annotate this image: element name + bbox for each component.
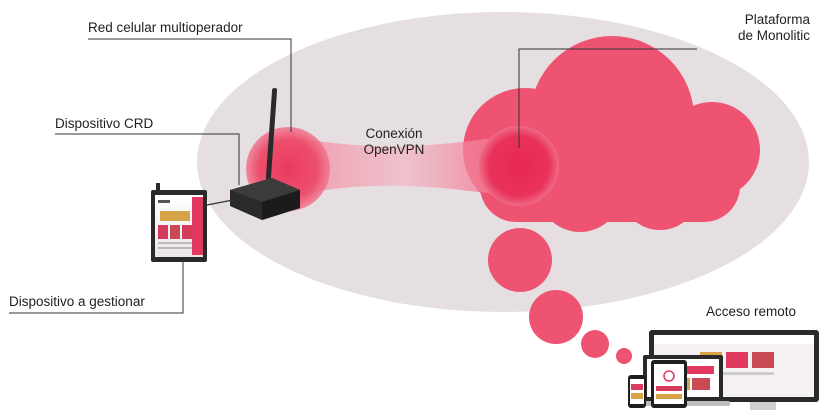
label-acceso-remoto: Acceso remoto [706, 304, 797, 319]
label-conexion-line1: Conexión [365, 126, 423, 141]
label-plataforma-line1: Plataforma [744, 12, 810, 27]
cable-line [206, 199, 234, 206]
managed-device-icon [151, 183, 207, 262]
crd-router-icon [230, 88, 300, 220]
label-dispositivo-gestionar: Dispositivo a gestionar [9, 294, 145, 309]
label-dispositivo-crd: Dispositivo CRD [55, 116, 154, 131]
label-red-celular: Red celular multioperador [88, 20, 243, 35]
bubble-2 [529, 290, 583, 344]
label-conexion-openvpn: Conexión OpenVPN [356, 126, 432, 158]
bubble-4 [616, 348, 632, 364]
bubble-1 [488, 228, 552, 292]
label-plataforma-line2: de Monolitic [737, 28, 810, 43]
vpn-tunnel [290, 134, 520, 198]
label-conexion-line2: OpenVPN [363, 142, 425, 157]
label-plataforma: Plataforma de Monolitic [698, 12, 810, 44]
remote-devices-icon [628, 330, 819, 410]
platform-ball [479, 126, 559, 206]
leader-lines [9, 38, 697, 314]
bubble-3 [581, 330, 609, 358]
